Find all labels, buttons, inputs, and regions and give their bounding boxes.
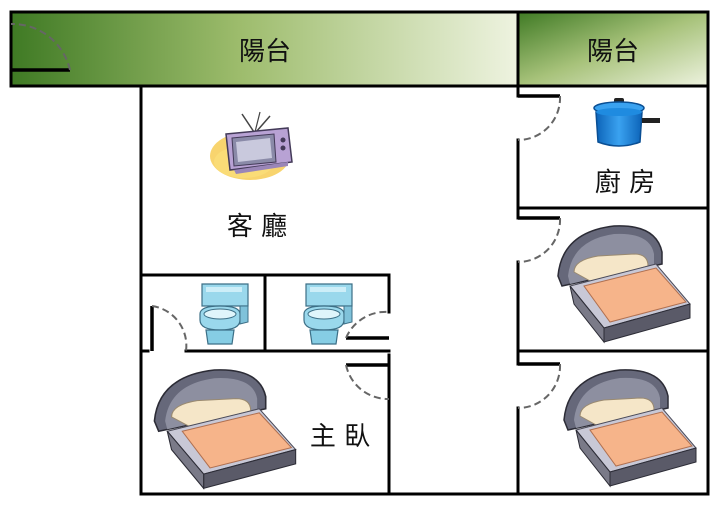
bed-icon <box>557 225 691 343</box>
balcony-main-label: 陽台 <box>238 37 291 67</box>
balcony-main <box>11 12 518 86</box>
door-icon <box>517 362 562 410</box>
balcony-side <box>518 12 708 86</box>
bed-icon <box>563 369 697 487</box>
walls <box>9 10 710 496</box>
kitchen-label: 廚 房 <box>594 168 656 198</box>
door-icon <box>150 305 188 352</box>
balcony-side-label: 陽台 <box>586 37 639 67</box>
living-room-label: 客 廳 <box>226 212 288 242</box>
door-icon <box>517 216 562 264</box>
door-icon <box>517 94 562 142</box>
door-icon <box>345 310 390 340</box>
bed-icon <box>153 369 297 490</box>
tv-icon <box>210 111 293 180</box>
pot-icon <box>593 98 660 147</box>
door-icon <box>345 363 390 401</box>
toilet-icon <box>199 283 249 345</box>
master-bedroom-label: 主 臥 <box>309 422 371 452</box>
door-icon <box>10 22 71 72</box>
toilet-icon <box>303 283 353 345</box>
